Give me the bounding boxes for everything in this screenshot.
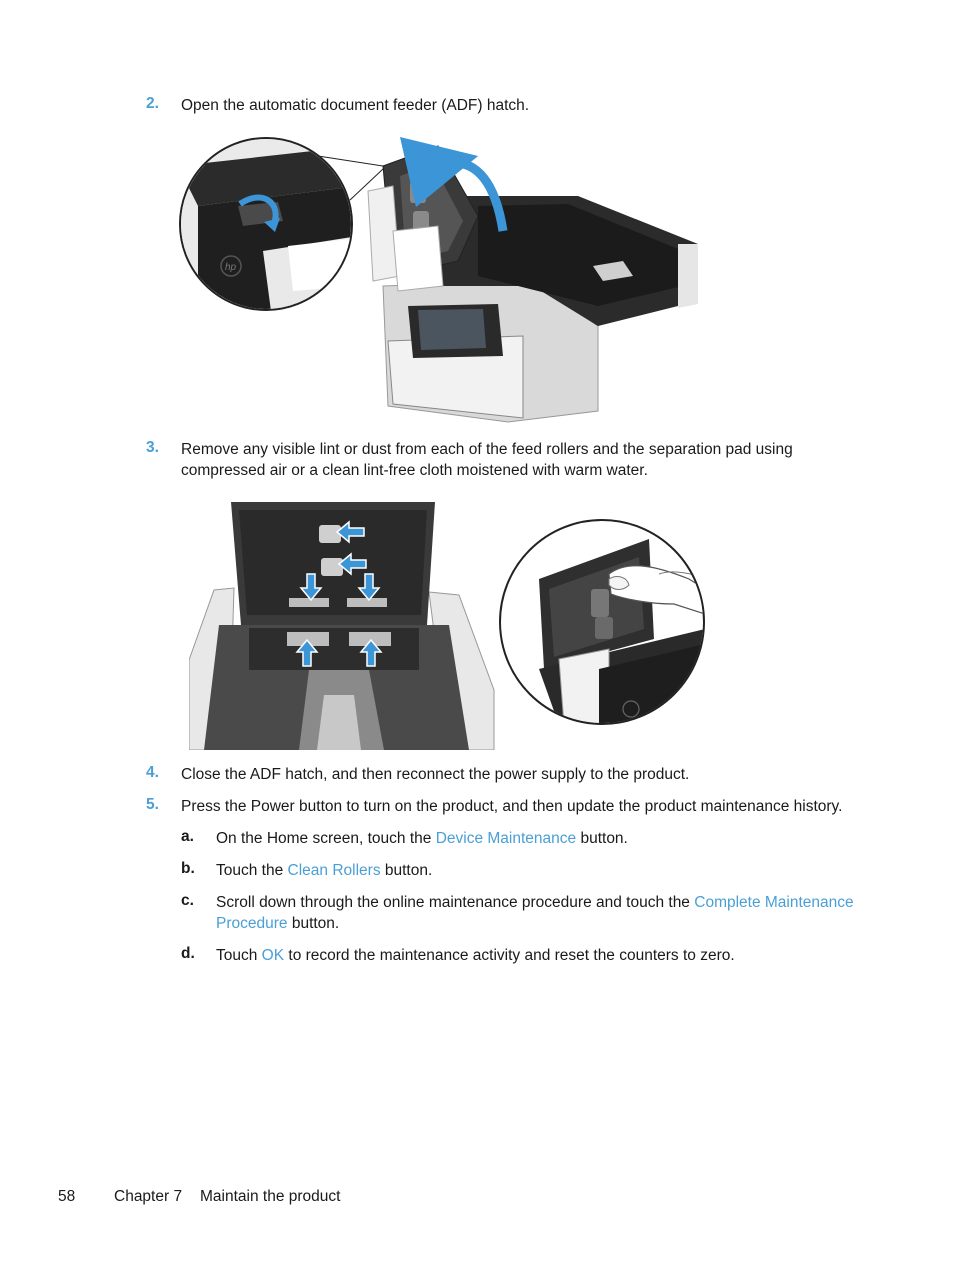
substep-text-pre: On the Home screen, touch the	[216, 830, 436, 847]
substep-letter: d.	[181, 945, 195, 962]
substep-text-pre: Touch the	[216, 862, 288, 879]
procedure-link[interactable]: Procedure	[216, 915, 288, 932]
device-maintenance-link[interactable]: Device Maintenance	[435, 830, 577, 847]
substep-letter: b.	[181, 860, 195, 877]
complete-maintenance-link[interactable]: Complete Maintenance	[694, 894, 854, 911]
step-text: Press the Power button to turn on the pr…	[181, 798, 843, 815]
substep-text: On the Home screen, touch the Device Mai…	[216, 828, 876, 849]
substep-text-post: button.	[380, 862, 433, 879]
page-number: 58	[58, 1188, 76, 1205]
step-number: 4.	[146, 764, 159, 781]
step-number: 5.	[146, 796, 159, 813]
substep-text-line1: Scroll down through the online maintenan…	[216, 892, 876, 913]
figure-open-adf-hatch: hp	[178, 126, 708, 426]
step-text-line1: Remove any visible lint or dust from eac…	[181, 441, 793, 458]
substep-text-pre: Scroll down through the online maintenan…	[216, 894, 695, 911]
substep-text-post: button.	[576, 830, 628, 847]
hp-logo-text: hp	[225, 262, 237, 273]
ok-link[interactable]: OK	[261, 947, 285, 964]
substep-text-post: button.	[287, 915, 340, 932]
substep-letter: a.	[181, 828, 194, 845]
footer-chapter-title: Maintain the product	[200, 1188, 341, 1205]
step-text-line2: compressed air or a clean lint-free clot…	[181, 462, 648, 479]
substep-letter: c.	[181, 892, 194, 909]
step-text: Close the ADF hatch, and then reconnect …	[181, 766, 690, 783]
step-number: 3.	[146, 439, 159, 456]
figure-clean-with-cloth	[499, 519, 705, 725]
clean-rollers-link[interactable]: Clean Rollers	[287, 862, 381, 879]
substep-text: Touch the Clean Rollers button.	[216, 860, 876, 881]
substep-text-pre: Touch	[216, 947, 262, 964]
substep-text-line2: Procedure button.	[216, 913, 876, 934]
figure-feed-rollers	[189, 500, 497, 750]
step-text: Open the automatic document feeder (ADF)…	[181, 97, 530, 114]
step-number: 2.	[146, 95, 159, 112]
footer-chapter: Chapter 7	[114, 1188, 183, 1205]
substep-text-post: to record the maintenance activity and r…	[284, 947, 735, 964]
substep-text: Touch OK to record the maintenance activ…	[216, 945, 876, 966]
